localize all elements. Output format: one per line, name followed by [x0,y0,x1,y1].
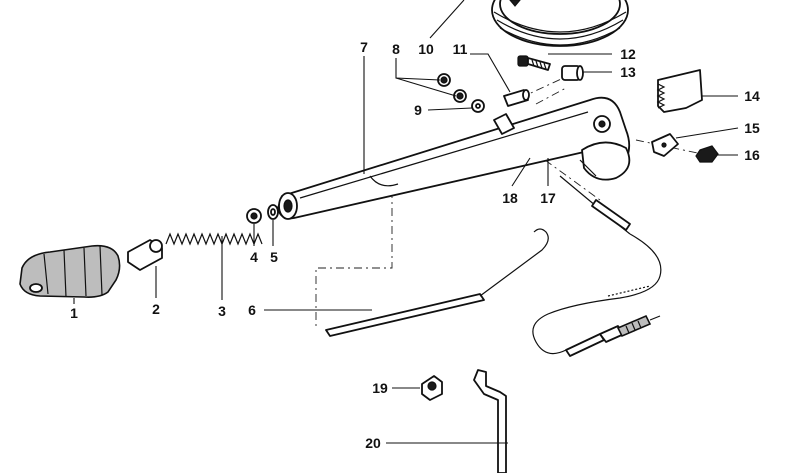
nut-part [246,208,262,224]
handbrake-lever-part [277,96,631,220]
callout-5: 5 [270,249,278,265]
callout-17: 17 [540,190,556,206]
brake-drum-wheel [491,0,629,47]
pin-part [503,89,530,107]
ratchet-segment-part [656,69,703,113]
callout-3: 3 [218,303,226,319]
compression-spring-part [165,232,263,246]
callout-6: 6 [248,302,256,318]
bushing-8a-part [437,73,451,87]
callout-1: 1 [70,305,78,321]
bolt-part [517,55,551,71]
leader-9 [427,107,473,111]
washer-part [267,204,279,220]
bent-rod-part [473,369,507,473]
callout-15: 15 [744,120,760,136]
locknut-part [695,145,719,163]
release-rod-part [325,228,549,337]
leader-11 [470,53,511,93]
callout-8: 8 [392,41,400,57]
leader-8 [395,58,441,81]
leader-8b [395,77,457,97]
assembly-line-16 [635,139,703,155]
bracket-part [493,113,515,135]
leader-15 [675,127,739,139]
assembly-line-13 [535,87,567,105]
callout-9: 9 [414,102,422,118]
callout-19: 19 [372,380,388,396]
grommet-part [421,375,443,401]
sleeve-part [561,65,584,81]
washer-9-part [471,99,485,113]
callout-16: 16 [744,147,760,163]
callout-7: 7 [360,39,368,55]
bushing-8b-part [453,89,467,103]
callout-11: 11 [453,41,468,57]
leader-18 [511,157,531,187]
callout-18: 18 [502,190,518,206]
callout-14: 14 [744,88,760,104]
handle-grip-part [19,244,121,298]
callout-12: 12 [620,46,636,62]
callout-2: 2 [152,301,160,317]
leader-10 [429,0,465,39]
pawl-part [651,133,679,157]
brake-cable-part [532,175,662,357]
push-button-part [127,239,163,271]
callout-13: 13 [620,64,636,80]
callout-10: 10 [418,41,434,57]
callout-4: 4 [250,249,258,265]
callout-20: 20 [365,435,381,451]
assembly-line-left [315,190,393,330]
assembly-line-17 [544,159,601,201]
